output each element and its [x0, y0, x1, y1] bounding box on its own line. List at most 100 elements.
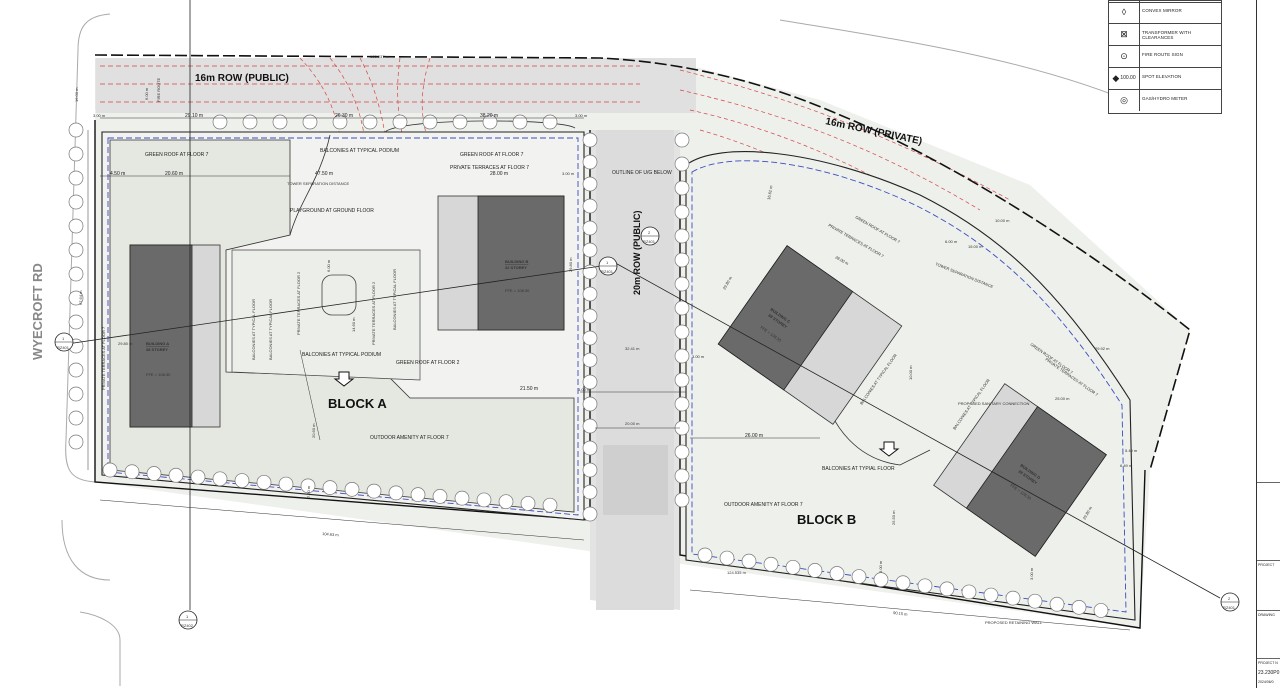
- site-boundary: [94, 120, 591, 521]
- building-a: [129, 244, 221, 428]
- tree: [917, 578, 933, 594]
- tree: [212, 471, 228, 487]
- svg-text:1: 1: [606, 260, 609, 265]
- lbl-private-terraces-7: PRIVATE TERRACES AT FLOOR 7: [450, 165, 529, 171]
- tree: [146, 466, 162, 481]
- tree: [410, 487, 426, 502]
- dim-20-60-v: 20.60 m: [311, 423, 316, 438]
- tb-date: 2024/06/0: [1258, 680, 1274, 684]
- tree: [983, 587, 999, 603]
- tree: [1093, 603, 1109, 618]
- dim-14-60: 14.60 m: [351, 317, 356, 332]
- tree: [851, 569, 867, 584]
- dim-28m-c: 28.00 m: [835, 255, 851, 267]
- tree: [674, 492, 690, 508]
- spot-elevation-icon: ◆100.00: [1109, 67, 1140, 89]
- dim-6m: 6.00 m: [144, 87, 149, 100]
- legend-label: CONVEX MIRROR: [1142, 8, 1182, 13]
- dim-29-10: 29.10 m: [185, 113, 203, 119]
- label-block-a: BLOCK A: [328, 396, 387, 411]
- dim-3m-d: 3.00 m: [1029, 567, 1034, 580]
- bldg-a-storeys: 38 STOREY: [146, 347, 168, 352]
- lbl-green-roof-2: GREEN ROOF AT FLOOR 2: [396, 360, 460, 366]
- dim-7-60: 7.60 m: [306, 485, 311, 498]
- lbl-outdoor-amenity-b: OUTDOOR AMENITY AT FLOOR 7: [724, 502, 803, 508]
- tree: [454, 490, 470, 506]
- dim-15m: 15.00 m: [968, 244, 983, 249]
- tree: [256, 474, 272, 490]
- tree: [674, 204, 690, 220]
- dim-29-80-a: 29.80 m: [118, 341, 133, 346]
- svg-text:RZ402: RZ402: [181, 623, 194, 628]
- tree: [582, 132, 598, 148]
- existing-curbs: [61, 13, 1151, 686]
- tree: [68, 146, 84, 162]
- lbl-balconies-podium: BALCONIES AT TYPICAL PODIUM: [320, 148, 399, 154]
- tree: [332, 114, 348, 130]
- legend-label: GAS/HYDRO METER: [1142, 96, 1188, 101]
- dim-25-50: 25.50 m: [891, 510, 896, 525]
- building-c: [717, 245, 903, 425]
- dim-16m: 16.00 m: [74, 87, 79, 102]
- legend-row-fire-route: ⊙ FIRE ROUTE SIGN: [1109, 45, 1221, 68]
- section-callout-3[interactable]: 1 RZ401: [598, 256, 618, 276]
- svg-text:1: 1: [62, 336, 65, 341]
- tree: [1049, 596, 1065, 612]
- dim-32-41: 32.41 m: [625, 346, 640, 351]
- dim-124-535: 124.535 m: [727, 570, 747, 575]
- bldg-a-ffe: FFE = 108.30: [146, 372, 171, 377]
- tree: [272, 114, 288, 130]
- dim-38-20: 38.20 m: [480, 113, 498, 119]
- legend-row-top: [1109, 0, 1221, 3]
- dim-3m-b: 3.00 m: [562, 171, 575, 176]
- tree: [697, 547, 713, 563]
- tree: [582, 286, 598, 302]
- section-callout-1[interactable]: 1 RZ401: [54, 332, 74, 352]
- lbl-balconies-typ: BALCONIES AT TYPICAL FLOOR: [251, 299, 256, 360]
- tree: [278, 476, 294, 492]
- dim-3m-top: 3.00 m: [93, 113, 106, 118]
- tree: [582, 396, 598, 412]
- dim-6m-b: 6.00 m: [945, 239, 958, 244]
- lbl-balconies-typ-b: BALCONIES AT TYPICAL FLOOR: [392, 269, 397, 330]
- section-callout-5[interactable]: 2 RZ401: [1220, 592, 1240, 612]
- tree: [68, 218, 84, 234]
- dim-29-80-b: 29.80 m: [568, 257, 573, 272]
- tree: [68, 290, 84, 306]
- tree: [582, 330, 598, 346]
- bldg-b-storeys: 32 STOREY: [505, 265, 527, 270]
- tree: [68, 122, 84, 138]
- legend-row-spot-elevation: ◆100.00 SPOT ELEVATION: [1109, 67, 1221, 90]
- dim-104-63: 104.63 m: [322, 531, 340, 537]
- tree: [582, 220, 598, 236]
- legend-label: FIRE ROUTE SIGN: [1142, 52, 1184, 57]
- dim-47-50: 47.50 m: [315, 171, 333, 177]
- tree: [542, 114, 558, 130]
- tree: [234, 473, 250, 488]
- tree: [168, 467, 184, 483]
- tree: [1005, 590, 1021, 606]
- section-callout-2[interactable]: 2 RZ401: [640, 226, 660, 246]
- dim-20m: 20.00 m: [625, 421, 640, 426]
- tree: [807, 563, 823, 578]
- dim-21-50: 21.50 m: [520, 386, 538, 392]
- tree: [582, 308, 598, 324]
- dim-26m: 26.00 m: [745, 433, 763, 439]
- tree: [482, 114, 498, 130]
- tree: [68, 194, 84, 210]
- dim-5-49: 5.49 m: [1125, 448, 1138, 453]
- dim-16-61: 16.61 m: [766, 184, 774, 200]
- tree: [674, 444, 690, 460]
- lbl-green-roof-7-b: GREEN ROOF AT FLOOR 7: [460, 152, 524, 158]
- bldg-a-name: BUILDING A: [146, 341, 169, 346]
- label-wyecroft: WYECROFT RD: [30, 263, 45, 360]
- section-callout-4[interactable]: 1 RZ402: [178, 610, 198, 630]
- tree: [582, 352, 598, 368]
- tree-group: [68, 114, 1109, 618]
- tree: [124, 464, 140, 480]
- fire-route-sign-icon: ⊙: [1109, 45, 1140, 67]
- tree: [674, 396, 690, 412]
- tree: [68, 434, 84, 450]
- lbl-private-terr-2: PRIVATE TERRACES AT FLOOR 2: [296, 271, 301, 335]
